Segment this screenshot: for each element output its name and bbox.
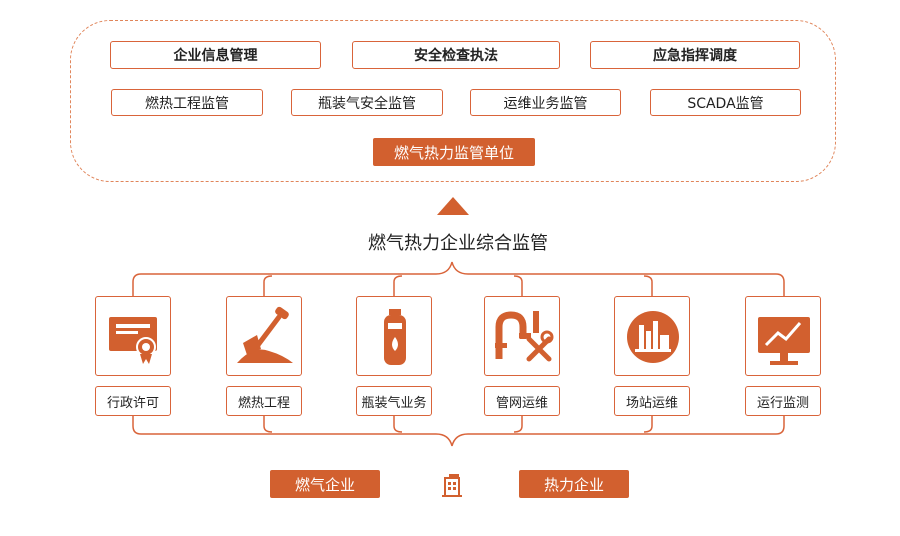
operation-monitoring-card[interactable]: [745, 296, 821, 376]
heat-engineering-supervision[interactable]: 燃热工程监管: [111, 89, 263, 116]
administrative-license-label: 行政许可: [95, 386, 171, 416]
safety-inspection-enforcement[interactable]: 安全检查执法: [352, 41, 560, 69]
bottled-gas-label: 瓶装气业务: [356, 386, 432, 416]
certificate-icon: [109, 317, 157, 364]
operation-monitoring-label: 运行监测: [745, 386, 821, 416]
factory-station-icon: [627, 311, 679, 363]
monitor-chart-icon: [758, 317, 810, 365]
up-arrow-icon: [437, 197, 469, 215]
gas-enterprise-label: 燃气企业: [270, 470, 380, 498]
comprehensive-supervision-title: 燃气热力企业综合监管: [368, 233, 548, 254]
heat-engineering-label: 燃热工程: [226, 386, 302, 416]
enterprise-info-management[interactable]: 企业信息管理: [110, 41, 321, 69]
pipe-wrench-icon: [495, 311, 554, 362]
supervision-unit-label: 燃气热力监管单位: [373, 138, 535, 166]
scada-supervision[interactable]: SCADA监管: [650, 89, 801, 116]
gas-cylinder-icon: [384, 309, 406, 365]
station-operation-card[interactable]: [614, 296, 690, 376]
station-operation-label: 场站运维: [614, 386, 690, 416]
building-icon: [442, 474, 462, 497]
pipe-network-label: 管网运维: [484, 386, 560, 416]
administrative-license-card[interactable]: [95, 296, 171, 376]
emergency-command-dispatch[interactable]: 应急指挥调度: [590, 41, 800, 69]
supervision-unit-container: [70, 20, 836, 182]
bottled-gas-safety-supervision[interactable]: 瓶装气安全监管: [291, 89, 443, 116]
shovel-icon: [237, 306, 293, 363]
bottled-gas-card[interactable]: [356, 296, 432, 376]
heat-engineering-card[interactable]: [226, 296, 302, 376]
operation-business-supervision[interactable]: 运维业务监管: [470, 89, 621, 116]
pipe-network-card[interactable]: [484, 296, 560, 376]
heat-enterprise-label: 热力企业: [519, 470, 629, 498]
